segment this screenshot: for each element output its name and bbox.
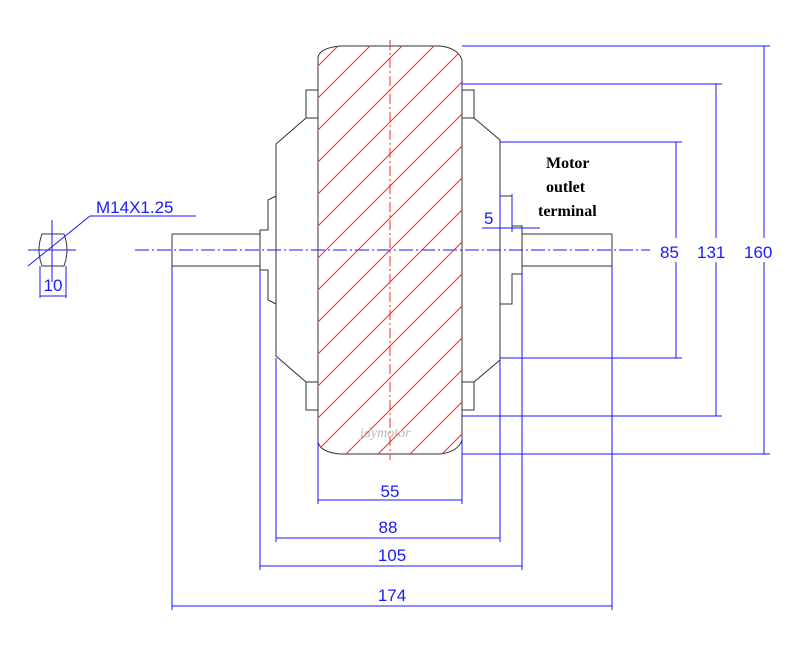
thread-leader [27,215,91,267]
hatch-line [318,46,462,454]
motor-body: jdymotor [0,40,613,460]
vertical-label-mask [656,238,784,262]
left-bearing-cap [259,195,277,305]
right-shaft [522,233,613,267]
hatch-line [318,46,462,454]
hatch-line [318,46,409,454]
dim-131-label: 131 [697,243,725,262]
watermark: jdymotor [358,426,411,441]
left-shaft [171,233,260,267]
note-line-1: Motor [546,155,590,172]
dim-160-label: 160 [744,243,772,262]
outlet-terminal-note: Motor outlet terminal [538,155,597,220]
dim-5-label: 5 [484,209,493,228]
dim-55-label: 55 [381,482,400,501]
hatch-line [339,46,462,454]
thread-label: M14X1.25 [96,198,174,217]
hatch-line [318,46,462,454]
tire-hatching [0,40,462,460]
step-dimension: 5 [482,194,540,232]
dim-85-label: 85 [660,243,679,262]
vertical-dimensions: 85 131 160 [462,45,784,455]
hatch-line [318,46,462,454]
note-line-2: outlet [546,179,586,196]
flat-width-label: 10 [44,276,63,295]
right-housing-steps [462,117,474,383]
right-housing [462,89,501,411]
shaft-section-outline [38,233,68,267]
hatch-line [318,46,462,454]
hatch-line [318,46,462,454]
hatch-line [318,46,462,454]
left-housing-steps [306,117,318,383]
hatch-line [318,46,462,454]
dim-88-label: 88 [379,518,398,537]
hatch-line [0,40,184,460]
dim-174-label: 174 [378,586,406,605]
note-line-3: terminal [538,203,597,220]
hatch-line [318,46,462,454]
hatch-line [318,46,441,454]
hatch-line [371,46,462,454]
shaft-section: M14X1.25 10 [27,198,196,298]
dim-105-label: 105 [378,546,406,565]
horizontal-dimensions: 55 88 105 174 [171,266,613,610]
